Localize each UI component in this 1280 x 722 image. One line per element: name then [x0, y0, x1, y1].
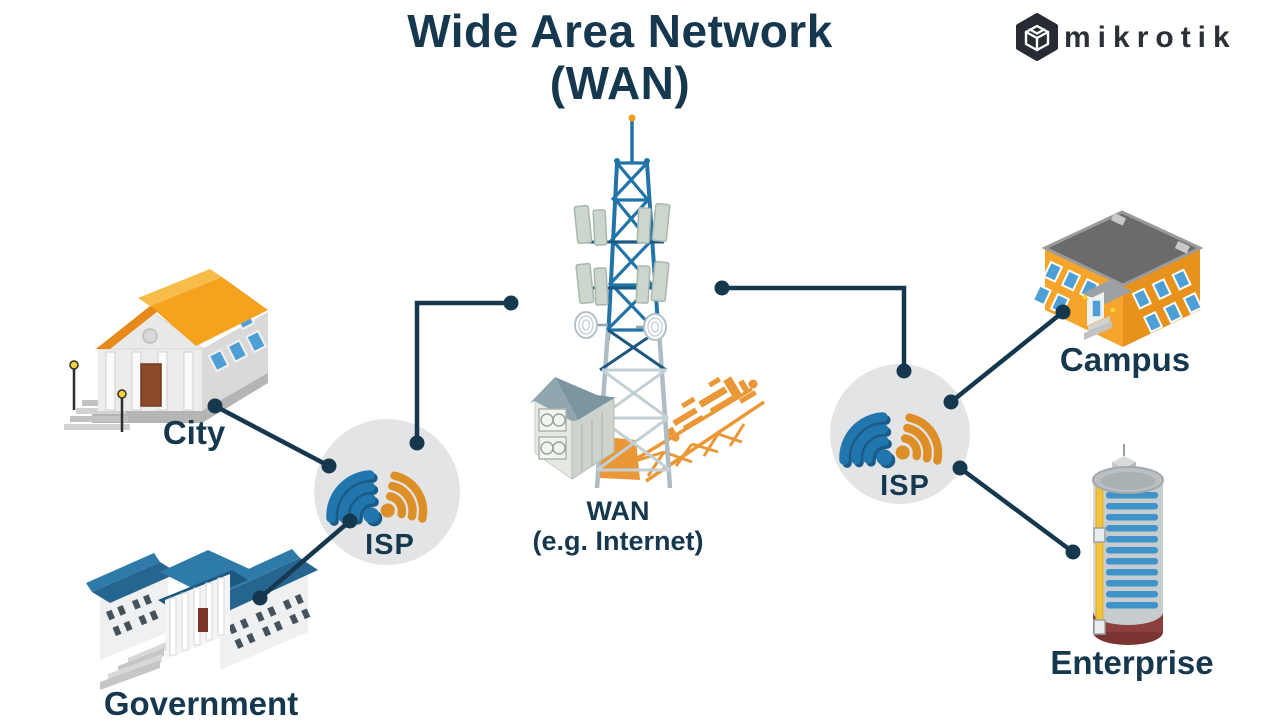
campus-building-illustration: [1031, 210, 1204, 347]
enterprise-window-bands: [1106, 492, 1158, 609]
campus-windows: [1131, 268, 1203, 334]
government-door: [198, 608, 208, 632]
panel-antennas-lower: [575, 260, 670, 306]
connection-isp-right-campus: [943, 304, 1071, 410]
isp-node-left: [314, 419, 460, 565]
isp-right-label: ISP: [880, 470, 930, 502]
isp-left-label: ISP: [365, 529, 415, 561]
isp-node-right: [830, 364, 970, 504]
city-roof: [150, 277, 268, 346]
panel-antennas-upper: [573, 202, 671, 246]
wan-label-line2: (e.g. Internet): [532, 526, 704, 556]
street-lamp-icon: [117, 389, 127, 432]
government-building-illustration: [86, 549, 318, 690]
tower-beacon-icon: [628, 114, 636, 122]
city-label: City: [162, 414, 226, 451]
ac-unit-icon: [538, 408, 567, 432]
city-building-illustration: [64, 269, 268, 432]
equipment-shed-illustration: [530, 377, 618, 480]
enterprise-building-illustration: [1092, 444, 1164, 645]
campus-entrance: [1082, 280, 1132, 340]
government-label: Government: [103, 685, 299, 722]
city-door: [140, 363, 162, 407]
connection-isp-right-enterprise: [952, 460, 1081, 560]
wan-label-line1: WAN: [586, 496, 650, 526]
street-lamp-icon: [69, 360, 79, 410]
mikrotik-logo-text: mikrotik: [1064, 21, 1237, 54]
page-title-line1: Wide Area Network: [407, 5, 833, 57]
connection-isp-left-tower: [409, 295, 519, 451]
tower-shadow: [596, 376, 765, 483]
dish-antenna-left: [574, 311, 608, 339]
page-title-line2: (WAN): [549, 57, 691, 109]
campus-label: Campus: [1059, 341, 1191, 378]
ac-unit-icon: [538, 436, 567, 460]
connection-government-isp-left: [252, 513, 358, 606]
enterprise-label: Enterprise: [1050, 644, 1214, 681]
mikrotik-logo-icon: [1016, 13, 1058, 61]
connection-tower-isp-right: [714, 280, 912, 379]
connection-city-isp-left: [207, 398, 337, 474]
dish-antenna-right: [636, 313, 667, 341]
